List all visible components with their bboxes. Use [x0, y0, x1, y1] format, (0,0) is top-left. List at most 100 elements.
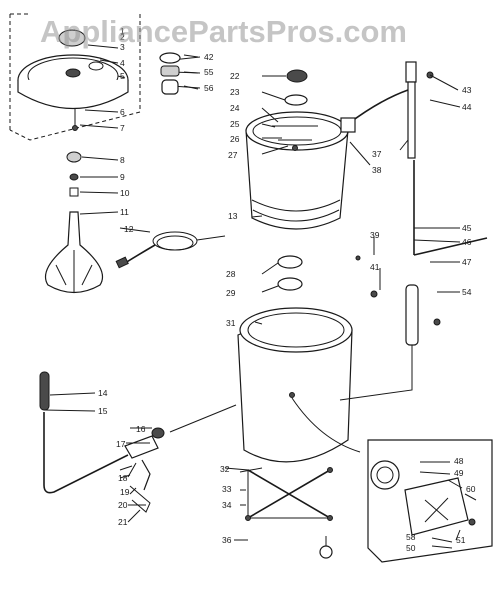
knob-part-48: [370, 460, 400, 490]
knob-inner: [376, 466, 394, 484]
callout-12: 12: [124, 224, 134, 234]
callout-49: 49: [454, 468, 464, 478]
callout-25: 25: [230, 119, 240, 129]
callout-34: 34: [222, 500, 232, 510]
cord-coil: [152, 231, 198, 251]
callout-14: 14: [98, 388, 108, 398]
callout-22: 22: [230, 71, 240, 81]
drum-rim: [245, 111, 349, 151]
callout-50: 50: [406, 543, 416, 553]
callout-41: 41: [370, 262, 380, 272]
callout-3: 3: [120, 42, 125, 52]
leader-lines: [43, 44, 477, 549]
callout-43: 43: [462, 85, 472, 95]
cord-wire-end: [196, 235, 226, 241]
callout-58: 58: [406, 532, 416, 542]
foot-right: [327, 515, 333, 521]
shaft-assembly: [339, 61, 488, 401]
callout-29: 29: [226, 288, 236, 298]
callout-24: 24: [230, 103, 240, 113]
cord-lead: [124, 244, 156, 264]
tube-part-15: [43, 412, 129, 494]
callout-48: 48: [454, 456, 464, 466]
callout-5: 5: [120, 71, 125, 81]
handle-part-14: [39, 371, 50, 411]
hose-assembly: [39, 371, 237, 513]
callout-8: 8: [120, 155, 125, 165]
agitator-stack: [44, 151, 104, 294]
nut-part-22: [286, 69, 308, 83]
tub-part-31: [237, 307, 361, 463]
frame-part-33: [224, 467, 330, 519]
drum-brackets-25-27: [272, 125, 318, 141]
callout-54: 54: [462, 287, 472, 297]
callout-4: 4: [120, 58, 125, 68]
bracket-part-38: [340, 117, 356, 133]
fitting-part-16: [151, 427, 165, 439]
callout-28: 28: [226, 269, 236, 279]
callout-6: 6: [120, 107, 125, 117]
lid-rim: [17, 80, 129, 110]
washer-part-9: [69, 173, 79, 181]
frame-part-32: [247, 469, 331, 519]
screw-part-54: [433, 318, 441, 326]
spray-part-20: [141, 459, 151, 491]
callout-37: 37: [372, 149, 382, 159]
cap-part-8: [66, 151, 82, 163]
cord-plug: [115, 256, 129, 269]
tub-opening: [239, 307, 353, 353]
callout-44: 44: [462, 102, 472, 112]
nut-part-41: [370, 290, 378, 298]
callout-46: 46: [462, 237, 472, 247]
callout-23: 23: [230, 87, 240, 97]
arm-part-38: [347, 89, 409, 125]
callout-13: 13: [228, 211, 238, 221]
frame-link: [339, 345, 413, 401]
drum-fastener: [292, 145, 298, 151]
caster-part-36: [319, 545, 333, 559]
panel-marking: [424, 497, 449, 523]
callout-10: 10: [120, 188, 130, 198]
base-frame: [224, 467, 333, 559]
cap-part-42: [159, 52, 181, 64]
washer-part-23: [284, 94, 308, 106]
callout-51: 51: [456, 535, 466, 545]
tub-opening-inner: [247, 312, 345, 348]
callout-55: 55: [204, 67, 214, 77]
foot-back: [327, 467, 333, 473]
callout-45: 45: [462, 223, 472, 233]
agitator-fins: [55, 250, 93, 292]
lid-screw: [72, 125, 78, 131]
callout-21: 21: [118, 517, 128, 527]
callout-7: 7: [120, 123, 125, 133]
watermark-logo: AppliancePartsPros.com: [40, 14, 407, 49]
hose-to-tub: [169, 404, 237, 433]
callout-20: 20: [118, 500, 128, 510]
tub-drain: [289, 392, 295, 398]
foot-part-34: [245, 515, 251, 521]
callout-19: 19: [120, 487, 130, 497]
drum-bands: [251, 199, 341, 222]
lid-vent: [88, 61, 104, 71]
power-cord-part-12: [115, 231, 226, 269]
shaft-part-44: [407, 81, 416, 159]
callout-26: 26: [230, 134, 240, 144]
fastener-part-39: [355, 255, 361, 261]
callout-labels: 1234567891011121314151617181920212223242…: [98, 26, 476, 553]
callout-60: 60: [466, 484, 476, 494]
shaft-cap: [405, 61, 417, 83]
tub-wire: [291, 397, 361, 453]
lid-knob: [58, 29, 86, 47]
control-inset: [367, 439, 493, 563]
plug-part-56: [161, 79, 179, 95]
callout-56: 56: [204, 83, 214, 93]
callout-11: 11: [120, 207, 129, 217]
callout-18: 18: [118, 473, 128, 483]
drum-assembly: [245, 69, 349, 291]
valve-part-17: [124, 435, 159, 459]
pump-part-47: [405, 284, 419, 346]
callout-15: 15: [98, 406, 108, 416]
ring-part-29: [277, 277, 303, 291]
